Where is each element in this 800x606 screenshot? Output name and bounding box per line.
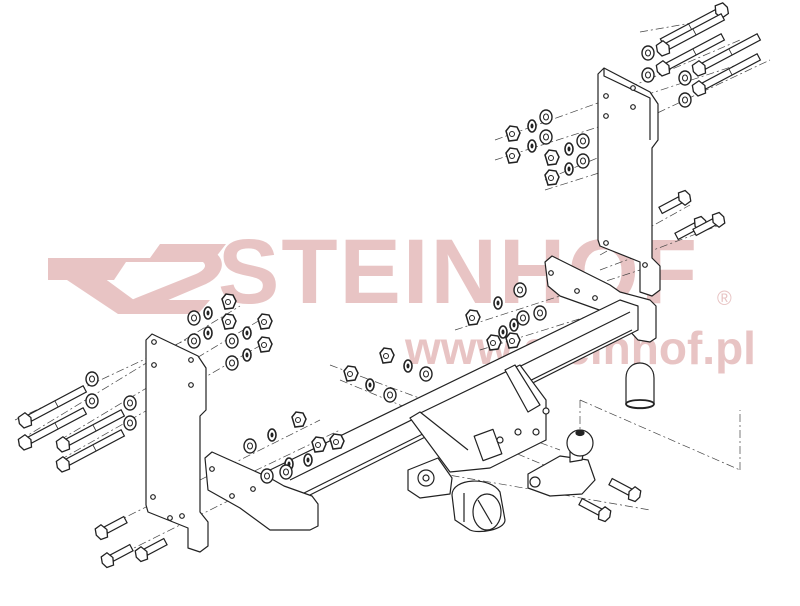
ball-cover xyxy=(625,362,655,410)
left-end-plate xyxy=(204,451,319,531)
watermark-registered-mark: ® xyxy=(717,288,732,310)
socket xyxy=(451,480,506,533)
tow-ball xyxy=(527,429,596,497)
right-bracket xyxy=(597,67,661,297)
socket-plate xyxy=(407,457,453,499)
hitch-mount xyxy=(409,364,550,473)
left-bracket xyxy=(145,333,209,553)
